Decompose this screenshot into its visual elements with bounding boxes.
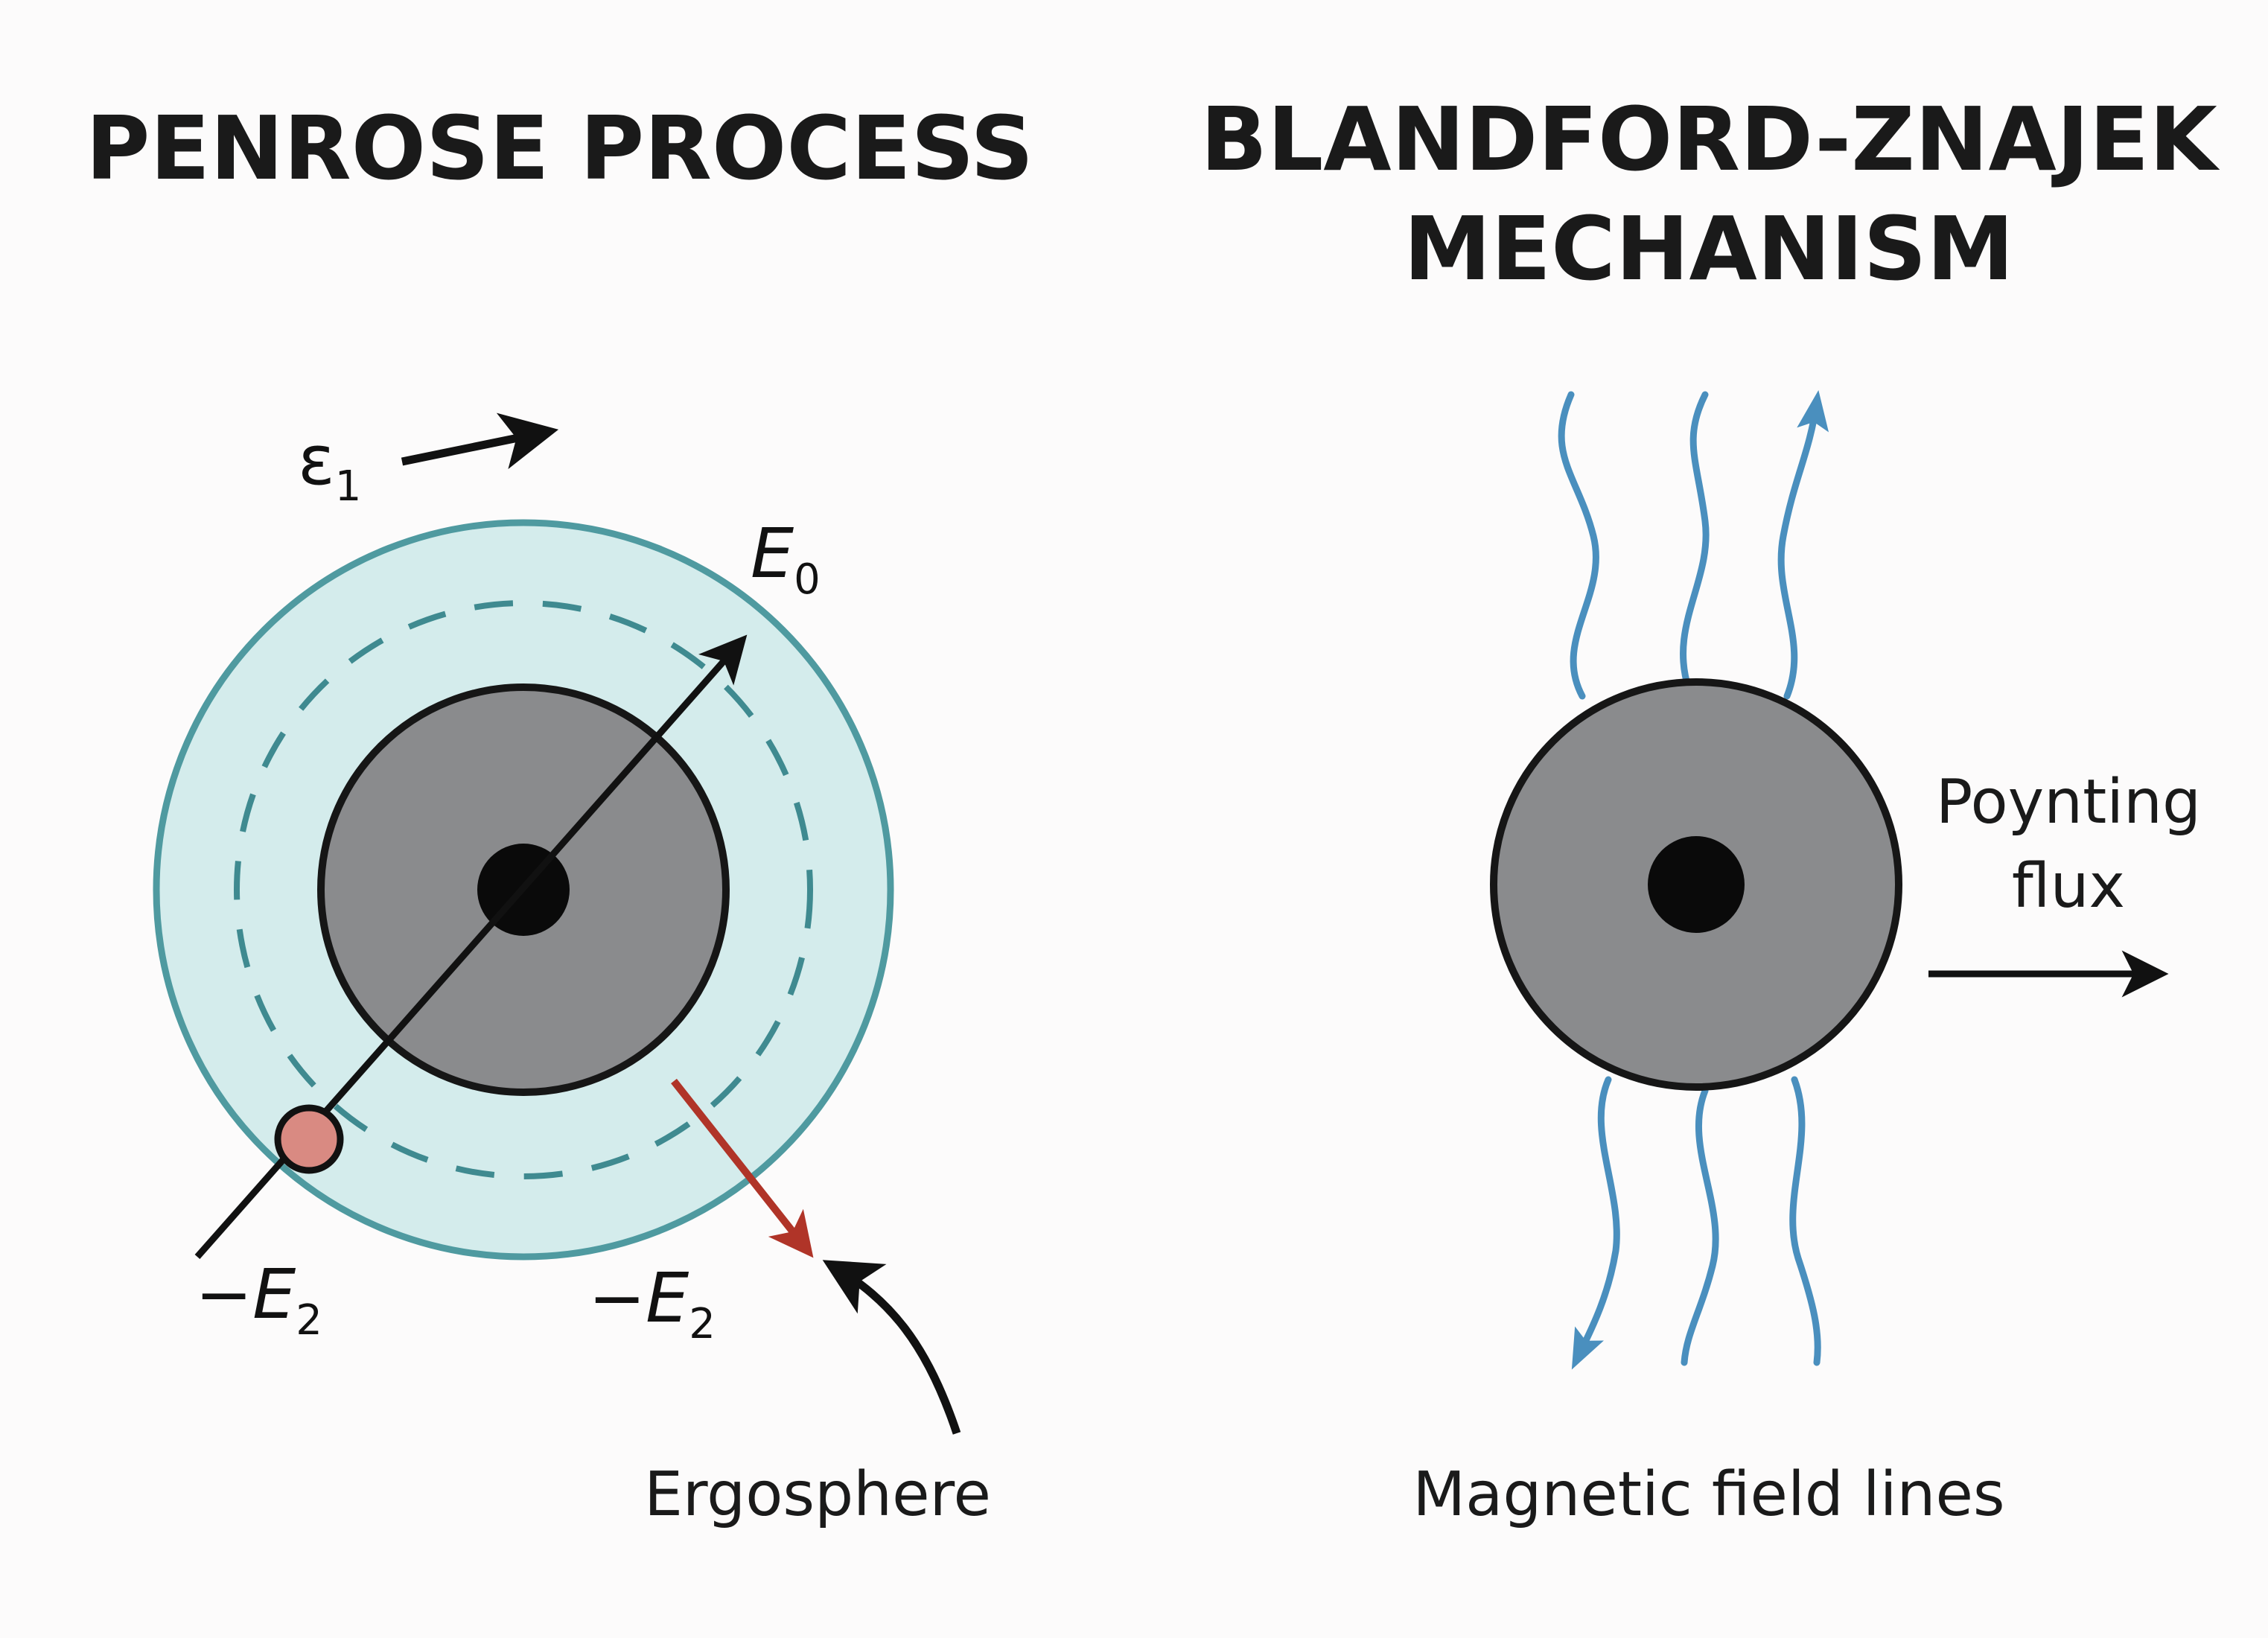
field-line-upper-left (1558, 391, 1599, 700)
neg-e2-right-label: −E2 (588, 1258, 716, 1348)
particle-dot (274, 1104, 344, 1174)
poynting-label-line-2: flux (2012, 851, 2125, 922)
bz-title-line-2: MECHANISM (1404, 197, 2014, 300)
neg-e2-left-label: −E2 (195, 1255, 322, 1345)
field-line-lower-left (1571, 1076, 1620, 1370)
ergosphere-label: Ergosphere (644, 1459, 991, 1530)
poynting-label-line-1: Poynting (1936, 767, 2201, 838)
bz-title-line-1: BLANDFORD-ZNAJEK (1200, 88, 2220, 191)
penrose-title: PENROSE PROCESS (86, 97, 1033, 200)
dashed-orbit-ring (234, 600, 813, 1179)
field-line-upper-middle (1679, 391, 1710, 692)
epsilon-1-label: ε1 (298, 421, 361, 511)
epsilon-1-arrow (401, 412, 559, 470)
bz-singularity-dot (1648, 836, 1745, 933)
ergosphere-pointer-arrow (822, 1260, 961, 1435)
field-line-upper-right (1777, 389, 1829, 700)
field-lines-label: Magnetic field lines (1412, 1459, 2004, 1530)
negative-energy-arrow (671, 1078, 814, 1258)
field-line-lower-middle (1681, 1087, 1719, 1366)
e0-label: E0 (751, 514, 821, 604)
field-line-lower-right (1789, 1076, 1821, 1366)
